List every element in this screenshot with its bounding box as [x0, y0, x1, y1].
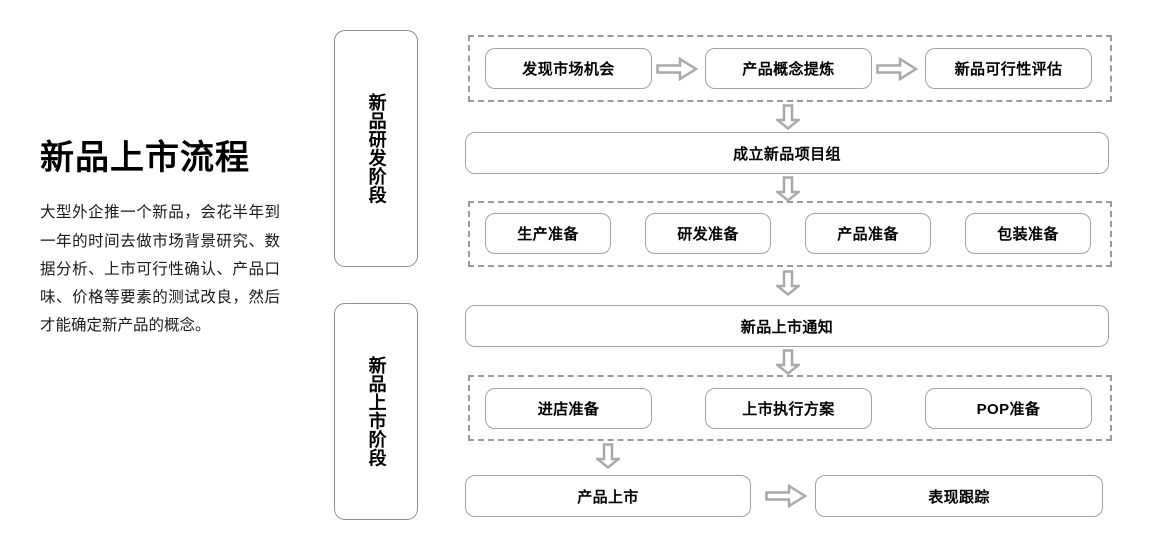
node-label: 新品上市通知 [740, 318, 834, 336]
arrow-down-icon [776, 104, 800, 130]
node-label: 发现市场机会 [522, 61, 615, 78]
node-label: POP准备 [976, 401, 1041, 418]
intro-block: 新品上市流程 大型外企推一个新品，会花半年到一年的时间去做市场背景研究、数据分析… [40, 139, 280, 340]
stage-label-rd: 新品研发阶段 [334, 30, 418, 267]
node-launch-notification[interactable]: 新品上市通知 [465, 305, 1109, 347]
node-label: 包装准备 [997, 226, 1059, 243]
arrow-right-icon [765, 484, 807, 508]
node-label: 表现跟踪 [928, 488, 990, 506]
arrow-down-icon [776, 270, 800, 296]
stage-label-launch-text: 新品上市阶段 [366, 356, 387, 467]
node-label: 研发准备 [677, 226, 739, 243]
node-product-concept-refinement[interactable]: 产品概念提炼 [705, 48, 872, 89]
group-concept-phase [468, 35, 1112, 102]
flowchart: 发现市场机会 产品概念提炼 新品可行性评估 成立新品项目组 生产准备 [460, 0, 1120, 550]
node-establish-project-team[interactable]: 成立新品项目组 [465, 132, 1109, 174]
group-preparation-phase [468, 201, 1112, 267]
arrow-down-icon [596, 443, 620, 469]
node-product-launch[interactable]: 产品上市 [465, 475, 751, 517]
page-title: 新品上市流程 [40, 139, 250, 177]
arrow-down-icon [776, 176, 800, 202]
node-label: 产品上市 [577, 488, 639, 506]
node-label: 生产准备 [517, 226, 579, 243]
node-packaging-preparation[interactable]: 包装准备 [965, 213, 1091, 254]
node-label: 进店准备 [537, 401, 600, 418]
group-launch-preparation-phase [468, 375, 1112, 441]
stage-label-rd-text: 新品研发阶段 [366, 93, 387, 204]
node-performance-tracking[interactable]: 表现跟踪 [815, 475, 1103, 517]
node-label: 上市执行方案 [742, 401, 835, 418]
node-pop-preparation[interactable]: POP准备 [925, 388, 1092, 429]
node-store-entry-preparation[interactable]: 进店准备 [485, 388, 652, 429]
node-launch-execution-plan[interactable]: 上市执行方案 [705, 388, 872, 429]
node-product-preparation[interactable]: 产品准备 [805, 213, 931, 254]
node-label: 产品概念提炼 [742, 61, 835, 78]
node-production-preparation[interactable]: 生产准备 [485, 213, 611, 254]
arrow-right-icon [876, 57, 918, 81]
node-label: 产品准备 [837, 226, 899, 243]
node-label: 新品可行性评估 [954, 61, 1063, 78]
node-label: 成立新品项目组 [733, 145, 841, 163]
stage-label-launch: 新品上市阶段 [334, 303, 418, 520]
node-discover-market-opportunity[interactable]: 发现市场机会 [485, 48, 652, 89]
intro-description: 大型外企推一个新品，会花半年到一年的时间去做市场背景研究、数据分析、上市可行性确… [40, 204, 280, 335]
node-rd-preparation[interactable]: 研发准备 [645, 213, 771, 254]
arrow-down-icon [776, 349, 800, 375]
node-new-product-feasibility-assessment[interactable]: 新品可行性评估 [925, 48, 1092, 89]
arrow-right-icon [656, 57, 698, 81]
